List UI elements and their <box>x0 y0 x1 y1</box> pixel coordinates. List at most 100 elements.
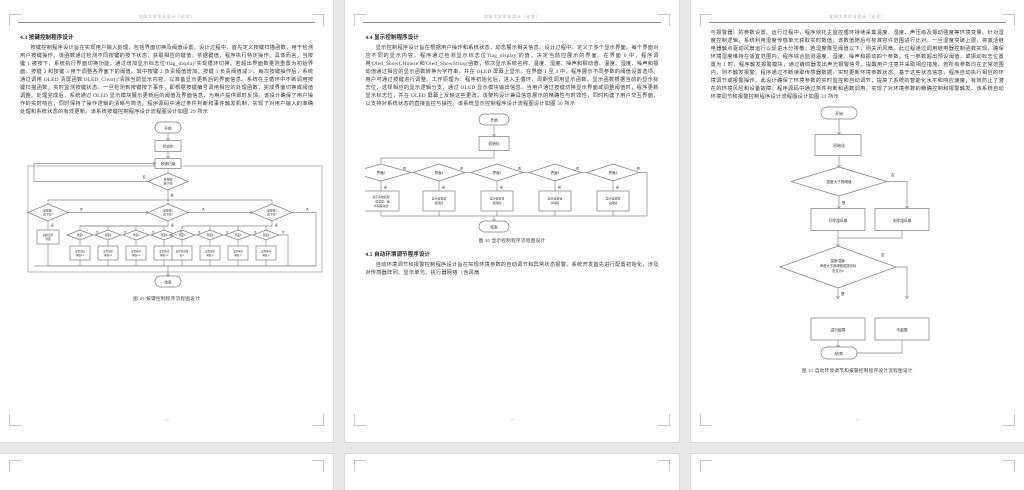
fig29-edge-k2-yes: 是 <box>171 223 174 227</box>
fig29-ui-6: 界面3 <box>235 233 242 237</box>
fig29-ui-7: 界面4 <box>263 233 270 237</box>
paragraph-4-4-1: 显示控制程序设计旨在根据用户操作和系统状态，动态展示相关信息。设计过程中，定义了… <box>365 45 659 107</box>
figure-30-caption: 图 30 显示控制程序流程图设计 <box>478 238 546 243</box>
document-page-2-next[interactable] <box>345 454 679 490</box>
crop-mark-3-br <box>1002 414 1015 426</box>
fig29-node-k1-l2: 按下吗? <box>43 212 53 216</box>
crop-mark-3-bl <box>699 414 712 426</box>
section-heading-4-4: 4.4 显示控制程序设计 <box>365 35 419 41</box>
crop-mark-next-3-tr <box>1002 460 1015 472</box>
fig31-node-fan-off: 关除湿风扇 <box>892 218 911 223</box>
fig31-edge-hum-yes: 是 <box>842 200 846 205</box>
fig31-node-alarm-l1: 温度/湿度/ <box>830 258 845 263</box>
document-page-1[interactable]: 沈阳大学毕业设计（论文） 4.3 按键控制程序设计 按键控制程序设计旨在实现用户… <box>0 0 334 442</box>
flowchart-31-svg: 开始 初始化 湿度大于其阈值 否 是 <box>778 106 930 300</box>
fig31-node-check-humidity: 湿度大于其阈值 <box>826 179 852 184</box>
fig29-act-2-l1: 设置噪声 <box>131 249 142 253</box>
fig29-act-1-l1: 设置湿度 <box>103 249 114 253</box>
fig29-node-anykey-l2: 按下吗 <box>163 181 172 186</box>
fig30-check-2: 界面2 <box>493 170 502 175</box>
fig29-ui-no-4: 否 <box>198 230 201 234</box>
fig29-act-3-l1: 设置振动 <box>159 249 170 253</box>
fig29-ui-no-7: 否 <box>282 230 285 234</box>
fig30-act-4-l2: 动阈值 <box>609 200 618 205</box>
fig29-ui-no-6: 否 <box>254 230 257 234</box>
fig30-check-4: 界面4 <box>609 170 618 175</box>
fig30-yes-2: 是 <box>500 184 503 189</box>
fig29-act-6-l2: 阈值-1 <box>234 253 242 257</box>
crop-mark-next-3-tl <box>699 460 712 472</box>
fig29-act-5-l2: 阈值-1 <box>206 253 214 257</box>
fig29-ui-5: 界面2 <box>207 233 214 237</box>
fig29-ui-no-links: 否 否 否 否 否 否 否 否 <box>93 230 289 266</box>
fig29-node-k3-l1: 是按键3 <box>267 209 277 213</box>
fig30-node-init: 初始化 <box>489 141 501 146</box>
fig29-act-0-l1: 设置温度 <box>75 249 86 253</box>
fig29-ui-no-1: 否 <box>124 230 127 234</box>
fig29-act-4-l2: 值-1 <box>180 253 185 257</box>
figure-30: 开始 初始化 界面0 界面1 <box>365 112 658 244</box>
crop-mark-bottom-right <box>312 414 325 426</box>
fig31-edge-alarm-yes: 是 <box>841 291 845 296</box>
section-heading-4-5: 4.5 自动环境调节程序设计 <box>365 252 431 258</box>
fig31-edge-alarm-no: 否 <box>881 253 885 257</box>
page-body-1: 4.3 按键控制程序设计 按键控制程序设计旨在实现用户输入处理，包括界面切换及阈… <box>14 23 323 302</box>
fig30-yes-1: 是 <box>442 184 445 189</box>
fig30-no-2: 否 <box>518 167 521 171</box>
paragraph-3-1: 与报警器）的参数设置。运行过程中，程序依托主监控循环持续采集温度、湿度、声压级及… <box>710 30 1004 100</box>
fig30-act-1-l1: 显示设置温 <box>432 196 447 201</box>
fig30-action-boxes: 显示系统名称 、温湿度、噪 声和振动值 显示设置温 度阈值 显示设置湿 度阈值 <box>365 181 630 212</box>
fig30-act-0-l2: 、温湿度、噪 <box>373 198 390 203</box>
fig29-act-7-l2: 阈值-1 <box>262 253 270 257</box>
fig30-node-end: 结束 <box>491 224 499 229</box>
figure-31: 开始 初始化 湿度大于其阈值 否 是 <box>711 105 1004 374</box>
fig29-act-7-l1: 设置振动 <box>261 249 272 253</box>
document-page-2[interactable]: 沈阳大学毕业设计（论文） 4.4 显示控制程序设计 显示控制程序设计旨在根据用户… <box>345 0 679 442</box>
fig29-ui-no-0: 否 <box>96 230 99 234</box>
fig29-ui-0: 界面1 <box>77 233 84 237</box>
page-column-1: 沈阳大学毕业设计（论文） 4.3 按键控制程序设计 按键控制程序设计旨在实现用户… <box>0 0 334 490</box>
fig30-no-0: 否 <box>403 167 406 171</box>
fig30-check-1: 界面1 <box>435 170 444 175</box>
fig29-ui-no-5: 否 <box>226 230 229 234</box>
fig31-node-fan-on: 开除湿风扇 <box>828 218 847 223</box>
fig29-act-6-l1: 设置噪声 <box>233 249 244 253</box>
fig29-ui-diamonds: 界面1 界面2 界面3 界面4 界面1 界面2 界面 <box>66 229 280 241</box>
paragraph-4-3-1: 按键控制程序设计旨在实现用户输入处理，包括界面切换及阈值设置。设计过程中，首先定… <box>20 45 314 115</box>
fig30-no-links: 否 否 否 否 否 <box>403 167 648 216</box>
flowchart-30-svg: 开始 初始化 界面0 界面1 <box>365 113 648 233</box>
fig30-act-2-l1: 显示设置湿 <box>490 196 505 201</box>
crop-mark-3-tl <box>699 14 712 26</box>
fig31-node-alarm-l2: 声音大于其阈值或振动标 <box>820 263 857 268</box>
fig31-node-start: 开始 <box>835 110 843 116</box>
fig29-edge-anykey-yes: 是 <box>170 192 173 197</box>
fig29-ui-no-3: 否 <box>180 230 183 234</box>
crop-mark-2-tl <box>354 14 367 26</box>
fig30-yes-0: 是 <box>384 184 387 189</box>
document-page-3-next[interactable] <box>690 454 1024 490</box>
page-number-1: - 28 - <box>162 417 172 422</box>
fig29-merge-lines <box>34 260 316 278</box>
page-number-2: - 29 - <box>507 417 517 422</box>
crop-mark-2-tr <box>657 14 670 26</box>
fig30-act-2-l2: 度阈值 <box>493 200 502 205</box>
fig29-edge-anykey-no: 否 <box>142 175 145 179</box>
document-page-3[interactable]: 沈阳大学毕业设计（论文） 与报警器）的参数设置。运行过程中，程序依托主监控循环持… <box>690 0 1024 442</box>
figure-31-caption: 图 31 自动环境调节和报警控制程序设计流程图设计 <box>801 368 913 373</box>
paragraph-4-5-1: 自动环境调节和报警控制程序设计旨在实现环境参数的自动调节和异常状态报警。系统开发… <box>365 262 659 276</box>
fig30-act-0-l1: 显示系统名称 <box>373 194 390 199</box>
fig29-ui-1: 界面2 <box>105 233 112 237</box>
header-rule-1 <box>18 22 316 23</box>
fig29-node-switchui-l1: 切换显示 <box>43 233 54 237</box>
flowchart-29-svg: 开始 初始化 按键扫描 有按键 <box>27 121 323 288</box>
fig30-diamonds: 界面0 界面1 界面2 界面3 界面4 <box>365 163 641 182</box>
fig29-edge-k2-no: 否 <box>202 208 205 212</box>
crop-mark-next-2-tl <box>354 460 367 472</box>
crop-mark-2-br <box>657 414 670 426</box>
document-page-1-next[interactable] <box>0 454 334 490</box>
fig30-yes-4: 是 <box>616 184 619 189</box>
fig29-node-k2-l1: 是按键2 <box>163 209 173 213</box>
page-header-2: 沈阳大学毕业设计（论文） <box>483 14 541 19</box>
fig30-yes-3: 是 <box>558 184 561 189</box>
